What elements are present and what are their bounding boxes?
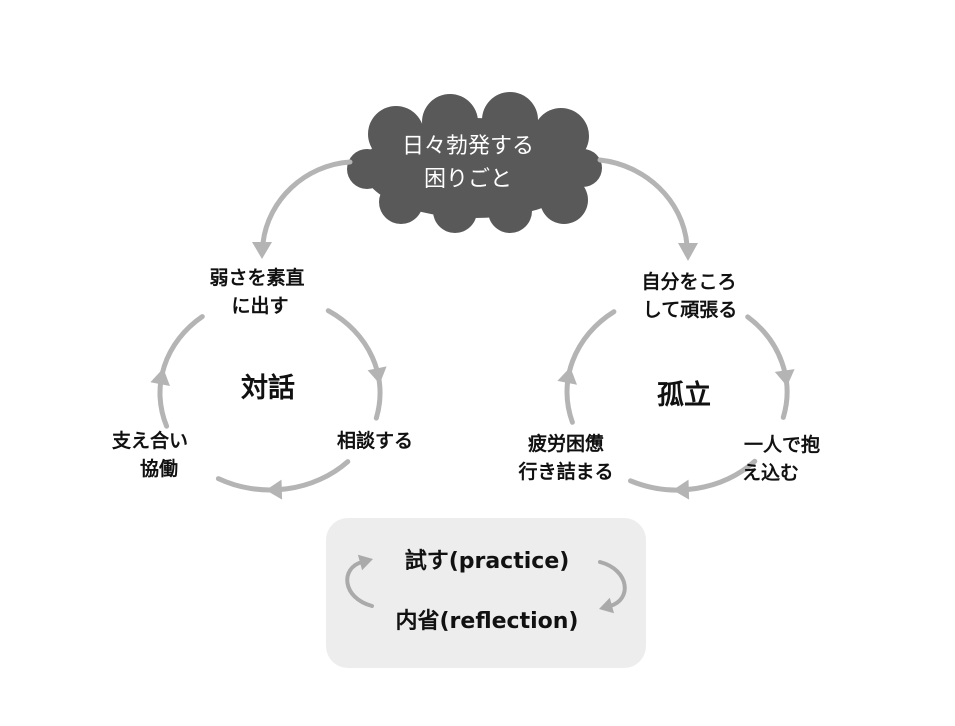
cloud-bump [564,149,602,187]
isolation-node-right-line1: 一人で抱 [744,433,820,456]
reflection-label: 内省(reflection) [396,609,579,634]
dialogue-arc-left-arrowhead [150,368,170,386]
cloud-label-line1: 日々勃発する [402,134,534,159]
reflection-to-practice-arrowhead [357,554,373,571]
isolation-arc-left [564,309,617,425]
practice-to-reflection-arrowhead [599,597,614,614]
isolation-arc-right [745,314,790,420]
cloud-bump [488,189,532,233]
dialogue-arc-right [325,308,383,421]
dialogue-arc-right-arrowhead [367,366,387,384]
cloud-bump [347,149,387,189]
dialogue-node-left-line2: 協働 [140,457,178,480]
isolation-arc-right-arrowhead [774,369,795,387]
dialogue-arc-left [157,314,205,429]
cloud-to-isolation-arrow [597,157,690,248]
practice-box-background [326,518,646,668]
dialogue-node-top-line2: に出す [231,294,288,317]
dialogue-cycle: 弱さを素直 に出す 対話 相談する 支え合い 協働 [111,266,413,500]
cloud-label-line2: 困りごと [424,167,512,192]
isolation-center-label: 孤立 [657,379,711,411]
practice-to-reflection-arrow [598,560,627,608]
cloud-to-dialogue-arrowhead [252,242,272,259]
dialogue-node-right-line1: 相談する [337,429,413,452]
isolation-arc-bottom-arrowhead [672,479,690,500]
cloud-bump [482,92,538,148]
isolation-node-left-line2: 行き詰まる [517,460,613,483]
dialogue-arc-bottom [215,459,351,493]
practice-reflection-box: 試す(practice) 内省(reflection) [326,518,646,668]
cloud-bump [533,108,589,164]
cloud-bump [540,176,588,224]
cloud-bump [368,106,424,162]
dialogue-node-left-line1: 支え合い [111,429,188,452]
isolation-node-right-line2: え込む [742,462,799,484]
isolation-arc-bottom [628,458,758,493]
cloud-shape [347,92,602,233]
cloud-to-dialogue-arrow [260,159,353,246]
isolation-node-left-line1: 疲労困憊 [528,432,604,455]
practice-label: 試す(practice) [405,548,570,574]
isolation-node-top-line2: して頑張る [643,299,737,321]
cloud-bump [379,180,423,224]
cloud-bump [422,94,478,150]
dialogue-center-label: 対話 [241,372,295,404]
reflection-to-practice-arrow [345,560,374,608]
dialogue-node-top-line1: 弱さを素直 [209,266,304,289]
dialogue-arc-bottom-arrowhead [265,479,283,500]
isolation-cycle: 自分をころ して頑張る 孤立 一人で抱 え込む 疲労困憊 行き詰まる [517,270,820,500]
cloud-to-isolation-arrowhead [678,243,698,261]
cloud-bump [433,189,477,233]
isolation-node-top-line1: 自分をころ [641,270,736,293]
isolation-arc-left-arrowhead [557,367,577,385]
